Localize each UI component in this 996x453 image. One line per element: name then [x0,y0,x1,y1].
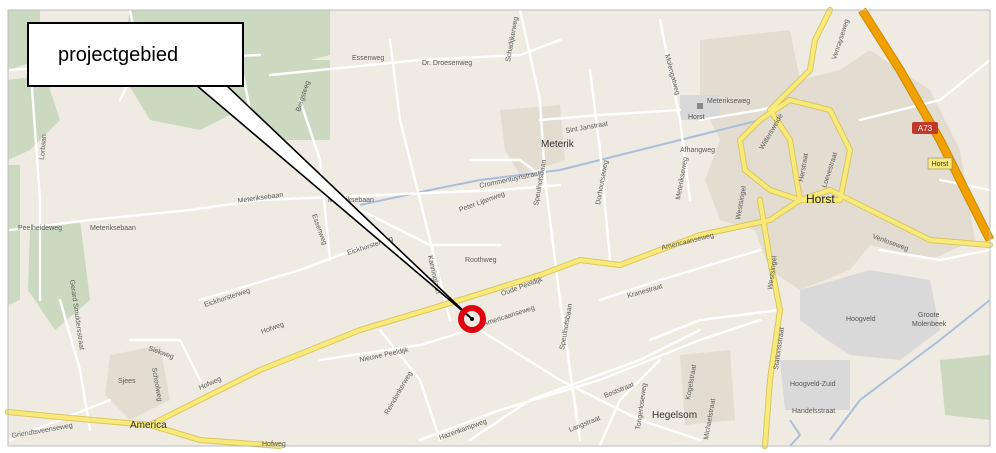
callout-label: projectgebied [58,44,178,66]
horst-exit-label: Horst [932,161,949,168]
road-roothweg: Roothweg [465,257,497,264]
road-peelheideweg: Peelheideweg [18,225,62,232]
road-hofweg-3: Hofweg [262,441,286,448]
road-meteriksebaan-west: Meteriksebaan [90,225,136,232]
place-meterik: Meterik [541,139,575,150]
road-herstraat: Herstraat [798,153,810,183]
place-horst-station: Horst [688,114,705,121]
map-frame [7,9,991,447]
road-meterikseweg: Meterikseweg [707,98,750,105]
road-afhangweg: Afhangweg [680,147,715,154]
road-meteriksebaan-east: Meteriksebaan [328,197,374,204]
highway-a73 [858,7,995,243]
callout-box: projectgebied [27,22,244,87]
place-groote: Groote [918,312,940,319]
place-hoogveld-zuid: Hoogveld-Zuid [790,381,836,388]
industrial-areas [680,95,940,410]
place-hoogveld: Hoogveld [846,316,876,323]
road-sjees: Sjees [118,378,136,385]
station-marker-icon [697,103,703,109]
road-handelsstraat: Handelsstraat [792,408,835,415]
road-essenweg: Essenweg [352,55,384,62]
place-labels: America Meterik Horst Horst Hegelsom Hoo… [130,114,947,431]
place-horst: Horst [806,192,835,206]
road-dr-droesenweg: Dr. Droesenweg [422,60,472,67]
water-features [359,119,991,447]
road-lorbaan: Lorbaan [39,134,48,160]
main-roads [5,7,993,449]
project-area-marker-icon[interactable] [458,305,486,333]
a73-shield: A73 [912,122,938,134]
a73-shield-label: A73 [918,124,933,133]
road-westsingel-2: Westsingel [767,255,779,290]
place-hegelsom: Hegelsom [652,410,697,421]
horst-exit-sign: Horst [927,157,953,170]
place-molenbeek: Molenbeek [912,321,947,328]
place-america: America [130,420,167,431]
